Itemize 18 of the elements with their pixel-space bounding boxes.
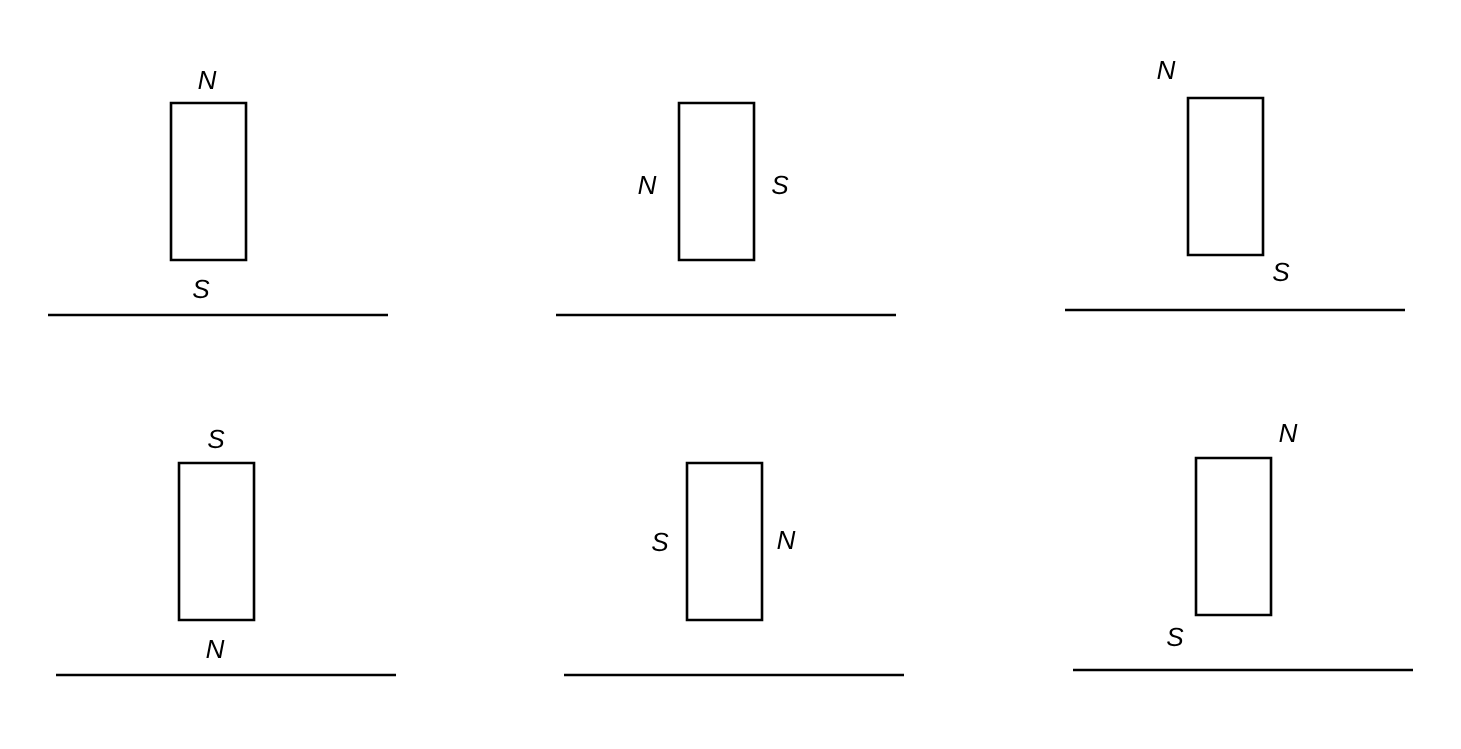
magnet-box	[1194, 456, 1273, 617]
pole-label: S	[208, 429, 225, 449]
pole-label: S	[1273, 262, 1290, 282]
pole-label: S	[652, 532, 669, 552]
magnet-box	[1186, 96, 1265, 257]
magnet-box	[685, 461, 764, 622]
pole-label: N	[638, 176, 657, 194]
pole-label: N	[777, 531, 796, 549]
pole-label: N	[198, 71, 217, 89]
pole-label: S	[1167, 627, 1184, 647]
magnet-box	[169, 101, 248, 262]
magnet-box	[677, 101, 756, 262]
pole-label: N	[1279, 424, 1298, 442]
pole-label: N	[206, 640, 225, 658]
magnet-box	[177, 461, 256, 622]
pole-label: S	[772, 175, 789, 195]
pole-label: N	[1157, 61, 1176, 79]
pole-label: S	[193, 279, 210, 299]
